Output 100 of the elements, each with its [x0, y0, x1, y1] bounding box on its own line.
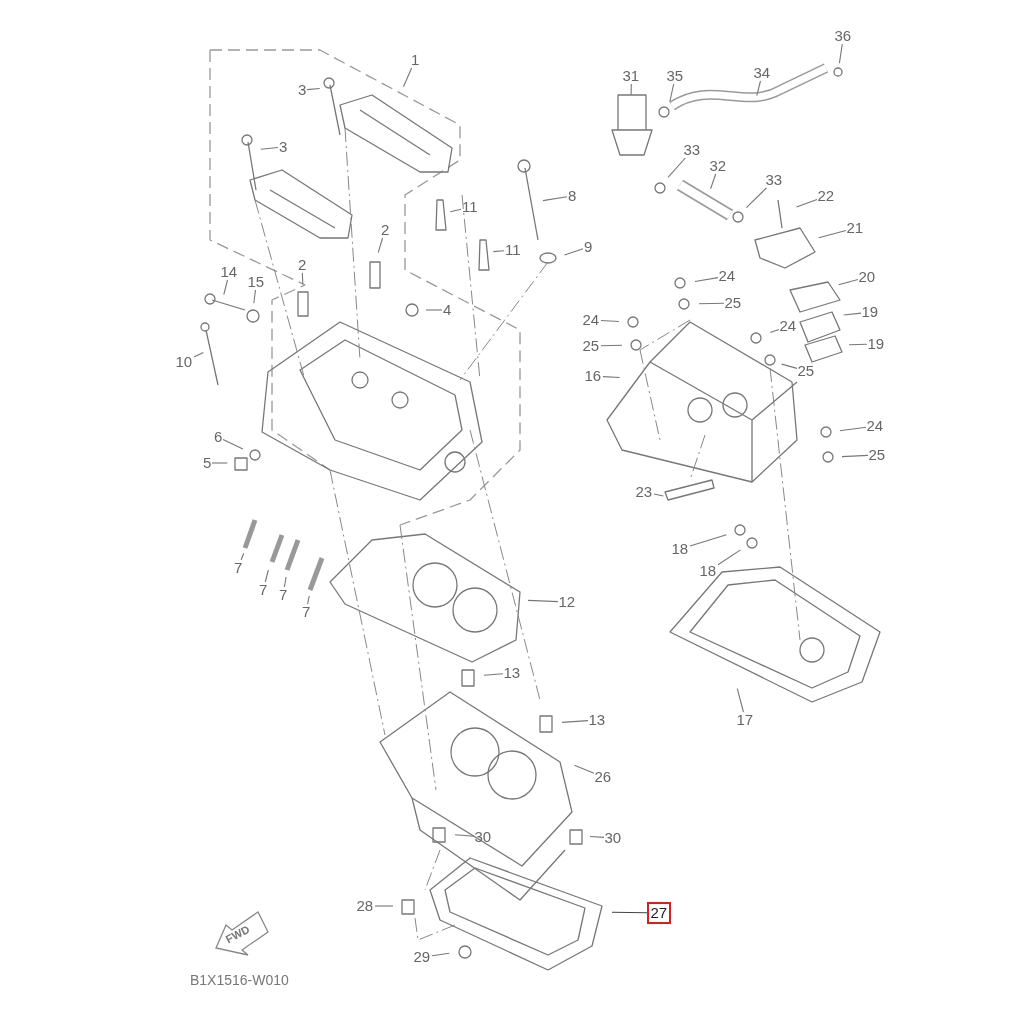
- callout-number: 31: [621, 68, 641, 84]
- leader-line: [769, 328, 780, 334]
- fwd-arrow-text: FWD: [223, 922, 251, 946]
- leader-line: [838, 278, 859, 286]
- leader-line: [260, 146, 279, 150]
- callout-number: 7: [301, 604, 312, 620]
- leader-line: [818, 229, 847, 239]
- callout-number: 32: [708, 158, 728, 174]
- callout-number: 19: [860, 304, 880, 320]
- callout-number: 2: [297, 257, 308, 273]
- callout-number: 33: [682, 142, 702, 158]
- leader-line: [756, 80, 762, 97]
- leader-line: [848, 343, 868, 346]
- callout-number: 17: [735, 712, 755, 728]
- callout-number: 12: [557, 594, 577, 610]
- leader-line: [841, 454, 869, 458]
- callout-number: 21: [845, 220, 865, 236]
- leader-line: [600, 344, 623, 347]
- leader-line: [253, 289, 257, 304]
- callout-number: 34: [752, 65, 772, 81]
- leader-line: [689, 534, 727, 547]
- callout-number: 24: [778, 318, 798, 334]
- callout-number: 1: [410, 52, 421, 68]
- leader-line: [710, 173, 717, 190]
- leader-line: [301, 272, 304, 285]
- leader-line: [240, 552, 245, 561]
- leader-line: [694, 277, 719, 283]
- callout-number: 5: [202, 455, 213, 471]
- leader-line: [667, 157, 686, 178]
- callout-number: 8: [567, 188, 578, 204]
- leader-line: [561, 720, 589, 723]
- leader-line: [653, 493, 664, 497]
- leader-line: [377, 237, 384, 254]
- callout-number: 2: [380, 222, 391, 238]
- leader-line: [222, 438, 244, 450]
- callout-number: 25: [796, 363, 816, 379]
- leader-line: [781, 363, 798, 369]
- leader-line: [630, 83, 632, 96]
- leader-line: [611, 911, 648, 914]
- leader-line: [795, 198, 818, 208]
- leader-line: [542, 196, 568, 202]
- callout-number: 35: [665, 68, 685, 84]
- leader-line: [839, 426, 867, 432]
- callout-number: 3: [278, 139, 289, 155]
- callout-number: 30: [473, 829, 493, 845]
- leader-line: [669, 83, 675, 102]
- leader-line: [283, 576, 287, 588]
- callout-number: 13: [502, 665, 522, 681]
- callout-number: 15: [246, 274, 266, 290]
- leader-line: [736, 688, 744, 713]
- callout-number: 14: [219, 264, 239, 280]
- callout-number: 7: [233, 560, 244, 576]
- leader-line: [563, 248, 584, 256]
- leader-line: [211, 462, 228, 464]
- leader-line: [843, 312, 862, 316]
- leader-line: [402, 67, 413, 88]
- leader-line: [527, 599, 559, 603]
- callout-number: 24: [581, 312, 601, 328]
- callout-number: 7: [278, 587, 289, 603]
- leader-line: [717, 549, 742, 566]
- leader-line: [838, 43, 843, 64]
- callout-number: 18: [670, 541, 690, 557]
- callout-number: 29: [412, 949, 432, 965]
- leader-line: [449, 208, 462, 213]
- leader-line: [193, 351, 204, 358]
- callout-number: 18: [698, 563, 718, 579]
- leader-line: [600, 319, 620, 323]
- callout-number: 24: [865, 418, 885, 434]
- leader-line: [223, 279, 229, 296]
- leader-line: [306, 87, 321, 91]
- callout-number: 27: [646, 902, 672, 924]
- drawing-code: B1X1516-W010: [190, 972, 289, 988]
- leader-line: [573, 764, 595, 774]
- leader-line: [492, 250, 505, 253]
- callout-number: 22: [816, 188, 836, 204]
- leader-line: [307, 595, 310, 605]
- callout-number: 7: [258, 582, 269, 598]
- leader-line: [745, 187, 767, 209]
- leader-line: [483, 673, 504, 676]
- callout-number: 30: [603, 830, 623, 846]
- leader-line: [698, 302, 725, 305]
- callout-number: 25: [581, 338, 601, 354]
- callout-number: 20: [857, 269, 877, 285]
- callout-number: 13: [587, 712, 607, 728]
- callout-number: 3: [297, 82, 308, 98]
- callout-number: 11: [504, 242, 522, 258]
- callout-number: 25: [867, 447, 887, 463]
- leader-line: [374, 905, 394, 907]
- callout-number: 36: [833, 28, 853, 44]
- callout-number: 10: [174, 354, 194, 370]
- callout-number: 24: [717, 268, 737, 284]
- callout-number: 23: [634, 484, 654, 500]
- callout-number: 28: [355, 898, 375, 914]
- leader-line: [431, 952, 450, 957]
- callout-number: 9: [583, 239, 594, 255]
- leader-line: [602, 376, 621, 379]
- callout-number: 6: [213, 429, 224, 445]
- callout-number: 33: [764, 172, 784, 188]
- leader-line: [454, 834, 475, 837]
- leader-line: [264, 569, 269, 583]
